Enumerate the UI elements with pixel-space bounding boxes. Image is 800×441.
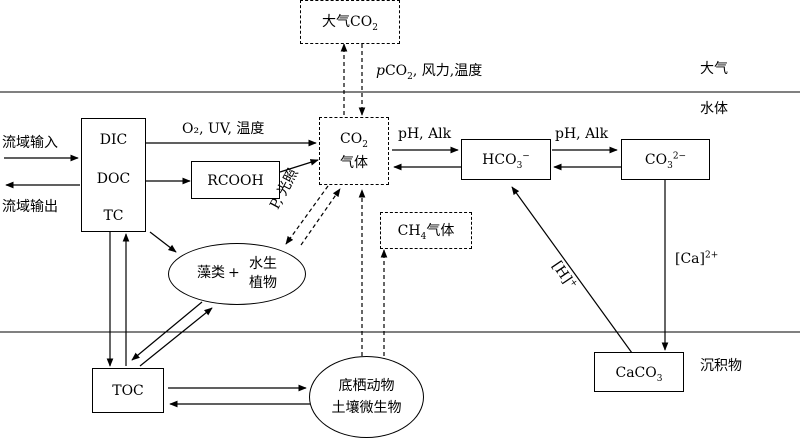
- hco3-superscript: −: [522, 151, 530, 162]
- benthos-label-line1: 底栖动物: [338, 378, 395, 394]
- algae-to-co2-arrow: [300, 188, 341, 246]
- caco3-label: CaCO3: [595, 365, 683, 383]
- atmosphere-co2-subscript: 2: [372, 22, 378, 33]
- ch4-base: CH: [397, 223, 421, 239]
- benthos-label-line2: 土壤微生物: [331, 400, 402, 416]
- carbon-pool-box: DIC DOC TC: [81, 118, 146, 232]
- algae-plus-sign: +: [228, 265, 240, 281]
- algae-to-toc-arrow: [131, 301, 203, 361]
- ca-superscript: 2+: [704, 250, 719, 261]
- zone-label-atmosphere: 大气: [700, 61, 728, 77]
- co3-subscript: 3: [667, 160, 673, 171]
- toc-to-algae-arrow: [139, 307, 213, 367]
- ch4-rest: 气体: [426, 223, 455, 239]
- aquatic-label-line1: 水生: [249, 256, 277, 272]
- hco3-label: HCO3−: [462, 151, 550, 170]
- co2-gas-word: 气体: [340, 155, 368, 171]
- caco3-box: CaCO3: [594, 352, 684, 392]
- ph-alk-label-2: pH, Alk: [555, 126, 609, 142]
- tc-to-algae-arrow: [149, 231, 177, 253]
- atmosphere-co2-label: 大气CO: [322, 14, 373, 30]
- pco2-base: CO: [384, 63, 408, 79]
- zone-label-sediment: 沉积物: [700, 358, 742, 374]
- benthos-ellipse: 底栖动物 土壤微生物: [309, 356, 424, 438]
- co3-label: CO32−: [622, 151, 709, 170]
- doc-label: DOC: [96, 171, 131, 187]
- algae-label: 藻类: [197, 265, 225, 281]
- co3-superscript: 2−: [672, 151, 687, 162]
- ca-base: [Ca]: [675, 251, 705, 267]
- atmosphere-co2-box: 大气CO2: [300, 0, 400, 44]
- rcooh-label: RCOOH: [207, 173, 264, 189]
- toc-label: TOC: [112, 383, 144, 399]
- ch4-gas-box: CH4气体: [380, 212, 472, 249]
- oxidation-factors-label: O₂, UV, 温度: [182, 121, 265, 137]
- co3-base: CO: [644, 152, 668, 168]
- outflow-label: 流域输出: [2, 199, 58, 215]
- ch4-subscript: 4: [420, 231, 427, 242]
- tc-label: TC: [103, 208, 124, 224]
- pco2-subscript: 2: [407, 71, 413, 82]
- hco3-base: HCO: [482, 152, 517, 168]
- co2-gas-box: CO2 气体: [319, 117, 389, 185]
- rcooh-box: RCOOH: [191, 161, 280, 199]
- hco3-box: HCO3−: [461, 139, 551, 180]
- pco2-rest: , 风力,温度: [412, 63, 483, 79]
- pco2-label: pCO2, 风力,温度: [376, 63, 483, 81]
- ca-label: [Ca]2+: [675, 250, 719, 267]
- hco3-subscript: 3: [516, 160, 523, 171]
- co2-gas-formula: CO2: [320, 131, 388, 149]
- algae-plants-ellipse: 藻类 + 水生 植物: [168, 243, 306, 305]
- co2-to-algae-arrow: [285, 185, 329, 245]
- rcooh-to-co2-arrow: [279, 159, 319, 173]
- caco3-subscript: 3: [656, 373, 663, 384]
- pco2-italic-p: p: [376, 63, 385, 79]
- dic-label: DIC: [99, 132, 128, 148]
- ch4-gas-label: CH4气体: [381, 223, 471, 241]
- inflow-label: 流域输入: [2, 135, 58, 151]
- co2-gas-subscript: 2: [362, 139, 368, 150]
- caco3-to-hco3-arrow: [511, 186, 633, 354]
- toc-box: TOC: [92, 368, 164, 413]
- co3-box: CO32−: [621, 139, 710, 180]
- zone-label-water: 水体: [700, 101, 728, 117]
- co2-gas-base: CO: [340, 131, 363, 147]
- caco3-base: CaCO: [615, 365, 657, 381]
- ph-alk-label-1: pH, Alk: [398, 126, 452, 142]
- aquatic-label-line2: 植物: [249, 275, 277, 291]
